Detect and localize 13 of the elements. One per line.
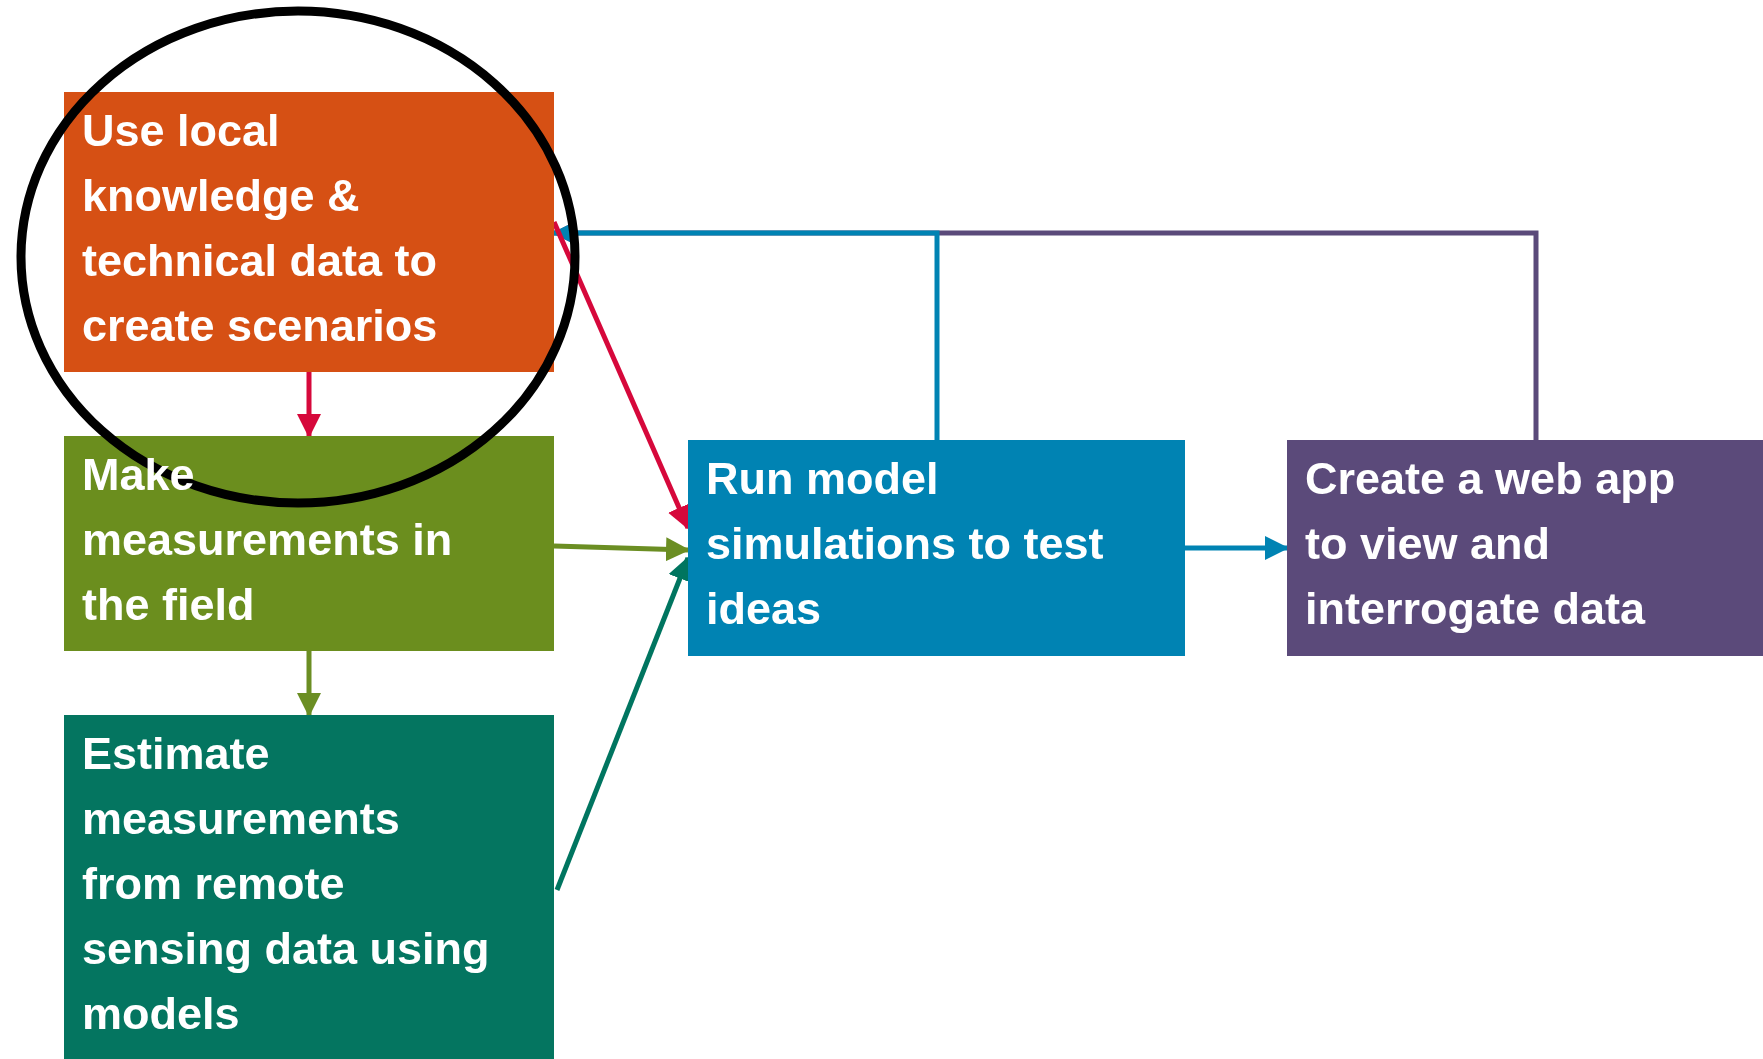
- box-text: Estimate measurements from remote sensing data using models: [82, 727, 491, 1041]
- process-box: [64, 715, 554, 1059]
- process-box: [64, 436, 554, 651]
- arrow: [297, 372, 321, 438]
- box-text: Use local knowledge & technical data to create scenarios: [82, 104, 439, 353]
- box-text: Run model simulations to test ideas: [706, 452, 1105, 636]
- box-text: Create a web app to view and interrogate data: [1305, 452, 1677, 636]
- process-box: [1287, 440, 1763, 656]
- arrow: [553, 537, 690, 562]
- process-box: [688, 440, 1185, 656]
- process-box: [64, 92, 554, 372]
- arrow: [297, 651, 321, 717]
- arrow: [1185, 536, 1289, 560]
